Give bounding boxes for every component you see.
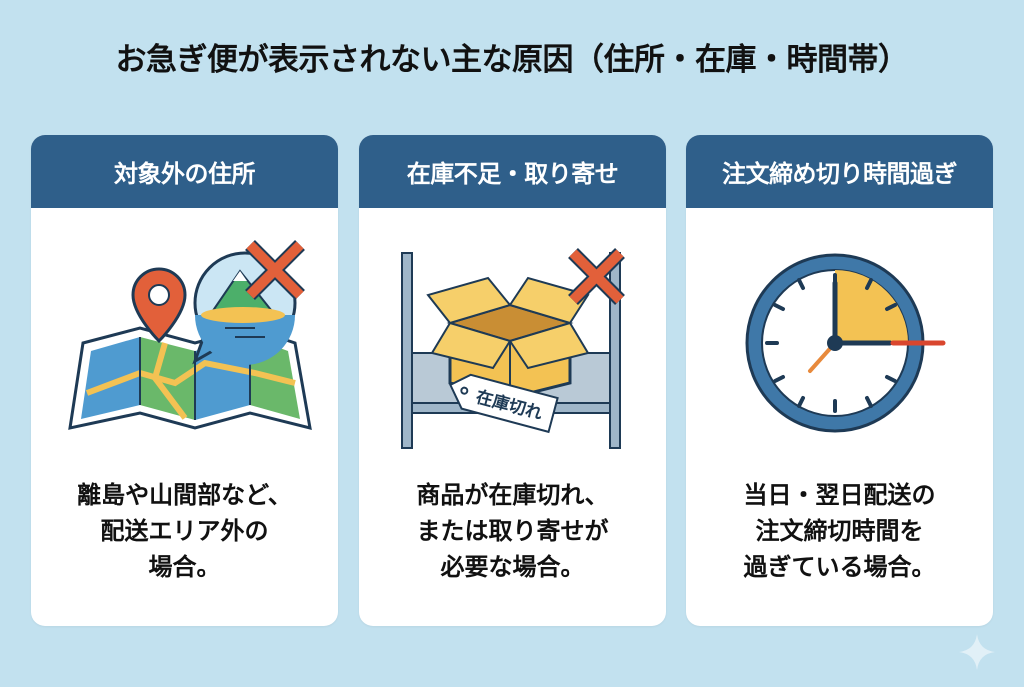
desc-line: または取り寄せが <box>416 517 609 545</box>
map-island-cross-icon <box>31 230 338 455</box>
empty-box-shelf-cross-icon: 在庫切れ <box>359 230 666 455</box>
card-stock: 在庫不足・取り寄せ 在庫切れ <box>359 135 666 626</box>
card-header: 対象外の住所 <box>31 135 338 208</box>
desc-line: 配送エリア外の <box>100 517 269 545</box>
card-description: 当日・翌日配送の 注文締切時間を 過ぎている場合。 <box>686 477 993 585</box>
desc-line: 注文締切時間を <box>755 517 924 545</box>
desc-line: 当日・翌日配送の <box>743 481 936 509</box>
card-description: 商品が在庫切れ、 または取り寄せが 必要な場合。 <box>359 477 666 585</box>
clock-deadline-icon <box>686 230 993 455</box>
sparkle-icon <box>959 634 995 670</box>
card-description: 離島や山間部など、 配送エリア外の 場合。 <box>31 477 338 585</box>
desc-line: 必要な場合。 <box>440 553 585 581</box>
card-deadline: 注文締め切り時間過ぎ <box>686 135 993 626</box>
desc-line: 離島や山間部など、 <box>77 481 292 509</box>
desc-line: 過ぎている場合。 <box>743 553 936 581</box>
card-address: 対象外の住所 <box>31 135 338 626</box>
card-header: 注文締め切り時間過ぎ <box>686 135 993 208</box>
page-title: お急ぎ便が表示されない主な原因（住所・在庫・時間帯） <box>115 42 910 78</box>
card-header: 在庫不足・取り寄せ <box>359 135 666 208</box>
desc-line: 場合。 <box>148 553 221 581</box>
desc-line: 商品が在庫切れ、 <box>416 481 609 509</box>
